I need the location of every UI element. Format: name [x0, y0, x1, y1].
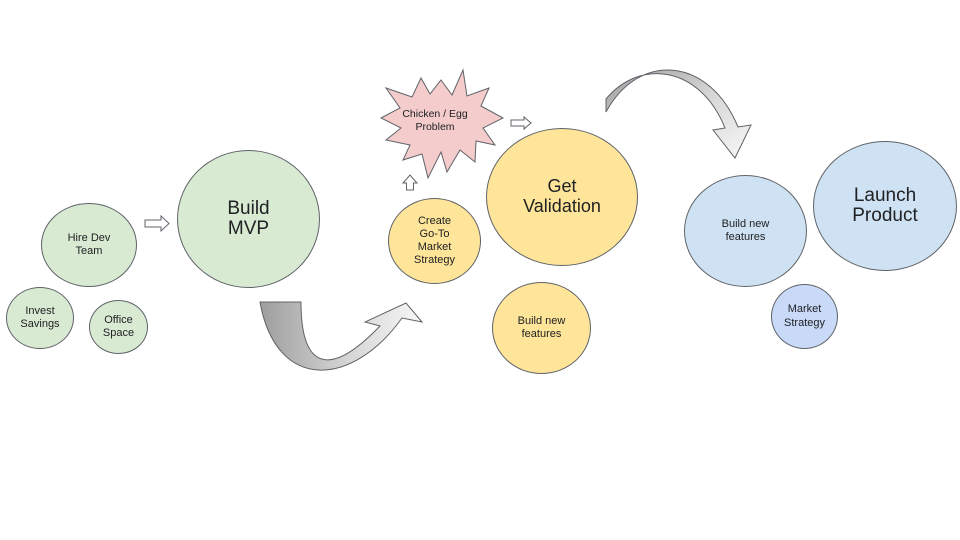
right-arrow-icon — [144, 214, 170, 233]
chicken-egg-label: Chicken / Egg Problem — [402, 108, 468, 134]
right-arrow-icon — [510, 115, 532, 131]
build-mvp-node: Build MVP — [177, 150, 320, 288]
star-burst-icon — [379, 68, 505, 180]
build-new-features-node: Build new features — [684, 175, 807, 287]
build-new-features-node: Build new features — [492, 282, 591, 374]
get-validation-node: Get Validation — [486, 128, 638, 266]
market-strategy-node: Market Strategy — [771, 284, 838, 349]
office-space-node: Office Space — [89, 300, 148, 354]
curved-arrow-icon — [259, 301, 424, 371]
curved-arrow-icon — [605, 69, 752, 159]
up-arrow-icon — [401, 174, 419, 191]
launch-product-node: Launch Product — [813, 141, 957, 271]
hire-dev-team-node: Hire Dev Team — [41, 203, 137, 287]
create-gtm-node: Create Go-To Market Strategy — [388, 198, 481, 284]
invest-savings-node: Invest Savings — [6, 287, 74, 349]
